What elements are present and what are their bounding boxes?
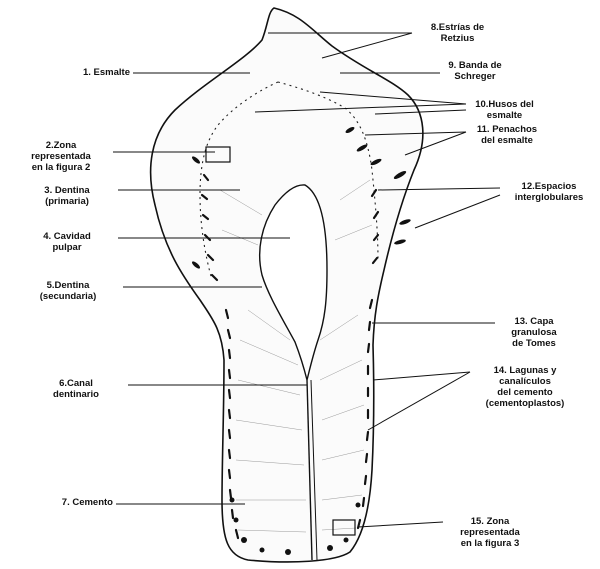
- label-3-dentina: 3. Dentina(primaria): [18, 185, 116, 207]
- label-7-cemento: 7. Cemento: [20, 497, 113, 508]
- label-5-dentina-secundaria: 5.Dentina(secundaria): [16, 280, 120, 302]
- label-1-esmalte: 1. Esmalte: [40, 67, 130, 78]
